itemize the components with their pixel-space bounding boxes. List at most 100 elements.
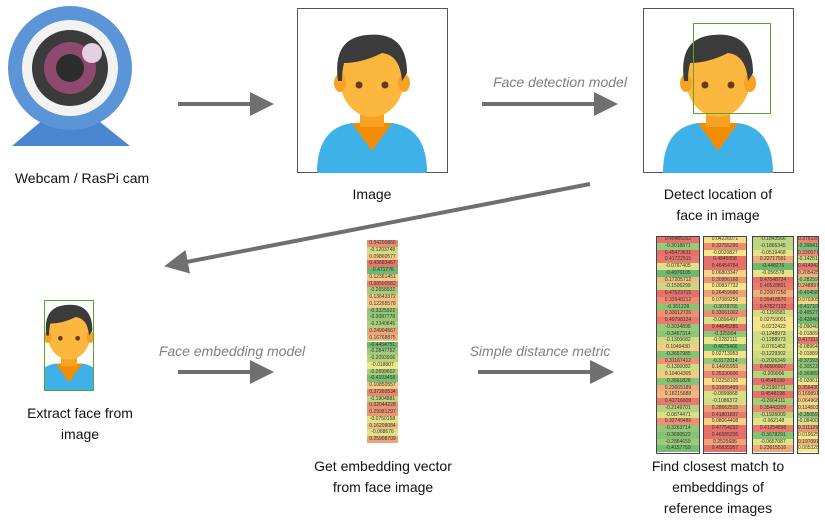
embedding-value-cell: 0.08064408 xyxy=(704,418,746,425)
embedding-value-cell: -0.1229302 xyxy=(753,350,793,358)
embedding-value-cell: 0.41494224 xyxy=(798,263,818,270)
embedding-value-cell: 0.44645285 xyxy=(704,323,746,331)
embedding-value-cell: 0.17205712 xyxy=(657,276,699,284)
embedding-value-cell: 0.40528801 xyxy=(753,283,793,290)
embedding-value-cell: 0.31655499 xyxy=(704,384,746,392)
embed-label-line2: from face image xyxy=(332,479,434,495)
embedding-value-cell: 0.37612087 xyxy=(798,236,818,243)
embedding-value-cell: -0.448276 xyxy=(753,263,793,270)
embedding-value-cell: 0.1049430 xyxy=(657,344,699,351)
embedding-value-cell: 0.41254898 xyxy=(753,425,793,432)
embedding-value-cell: 0.45473631 xyxy=(657,249,699,257)
embedding-value-cell: 0.38500582 xyxy=(367,280,398,288)
match-label-line2: embeddings of xyxy=(672,479,764,495)
embedding-value-cell: 0.09860577 xyxy=(367,253,398,261)
extract-label-line1: Extract face from xyxy=(27,405,133,421)
embedding-value-cell: -0.2884659 xyxy=(657,438,699,446)
matrix-column-border xyxy=(703,236,747,454)
embedding-value-cell: 0.41716609 xyxy=(657,398,699,405)
extracted-face-crop xyxy=(44,300,94,391)
embedding-value-cell: -0.4052761 xyxy=(798,310,818,317)
embedding-value-cell: 0.33007732 xyxy=(798,249,818,257)
embedding-value-cell: 0.4548198 xyxy=(753,391,793,398)
embedding-value-cell: 0.03258105 xyxy=(704,377,746,385)
embedding-value-cell: 0.07030502 xyxy=(798,296,818,304)
embedding-value-cell: -0.1904881 xyxy=(367,395,398,403)
embedding-value-cell: 0.02713953 xyxy=(704,350,746,358)
embedding-value-cell: -0.2149701 xyxy=(657,404,699,412)
embedding-value-cell: -0.1086372 xyxy=(704,398,746,405)
embedding-value-cell: -0.3263714 xyxy=(657,425,699,432)
embedding-value-cell: 0.24904567 xyxy=(367,327,398,335)
person-icon xyxy=(44,300,94,391)
embedding-value-cell: -0.0282111 xyxy=(704,337,746,344)
embedding-value-cell: 0.47523715 xyxy=(657,290,699,297)
embedding-value-cell: -0.3325922 xyxy=(367,307,398,315)
embedding-value-cell: 0.06496804 xyxy=(798,398,818,405)
embedding-value-cell: 0.22007256 xyxy=(753,290,793,297)
embedding-value-cell: -0.2093906 xyxy=(367,355,398,362)
embedding-value-cell: -0.0188961 xyxy=(798,330,818,338)
embedding-value-cell: 0.29981297 xyxy=(367,409,398,416)
embedding-value-cell: -0.4103458 xyxy=(367,375,398,383)
detect-label-line2: face in image xyxy=(676,207,760,223)
embedding-value-cell: 0.12265578 xyxy=(367,300,398,308)
embedding-value-cell: 0.07089258 xyxy=(704,296,746,304)
embedding-value-cell: 0.30986168 xyxy=(704,276,746,284)
webcam-icon xyxy=(8,6,132,146)
embedding-value-cell: 0.37260534 xyxy=(367,388,398,396)
webcam-label: Webcam / RasPi cam xyxy=(14,170,150,186)
embedding-value-cell: 0.28662515 xyxy=(704,404,746,412)
embedding-value-cell: -0.3984131 xyxy=(798,242,818,250)
embedding-value-cell: -0.3698974 xyxy=(798,371,818,378)
embedding-value-cell: 0.01952568 xyxy=(798,431,818,439)
embedding-value-cell: 0.47827132 xyxy=(753,303,793,311)
match-label-line1: Find closest match to xyxy=(651,458,785,474)
embedding-value-cell: -0.3678291 xyxy=(753,431,793,439)
embedding-value-cell: -0.3078765 xyxy=(704,303,746,311)
embedding-value-cell: -0.0212423 xyxy=(753,323,793,331)
embedding-value-cell: 0.45835957 xyxy=(704,445,746,452)
embedding-value-cell: -0.3739367 xyxy=(798,357,818,365)
embedding-value-cell: 0.10404305 xyxy=(657,371,699,378)
embedding-value-cell: 0.32740486 xyxy=(657,418,699,425)
embedding-value-cell: -0.3661828 xyxy=(657,377,699,385)
embedding-value-cell: -0.0899868 xyxy=(704,391,746,398)
embedding-value-cell: 0.33061002 xyxy=(704,310,746,317)
embedding-value-cell: -0.1843566 xyxy=(753,236,793,243)
person-icon xyxy=(312,23,432,173)
embedding-value-cell: -0.2190771 xyxy=(753,384,793,392)
embedding-value-cell: 0.4548199 xyxy=(753,377,793,385)
embedding-value-cell: 0.2525686 xyxy=(704,438,746,446)
embedding-value-cell: -0.1300682 xyxy=(657,337,699,344)
embedding-value-cell: 0.04226071 xyxy=(704,236,746,243)
embedding-value-cell: 0.34200866 xyxy=(367,240,398,247)
embedding-value-cell: 0.35443209 xyxy=(753,404,793,412)
embedding-value-cell: 0.31112933 xyxy=(798,425,818,432)
embedding-value-cell: -0.2699602 xyxy=(367,368,398,376)
embedding-value-cell: 0.14665955 xyxy=(704,364,746,371)
embedding-value-cell: 0.31167412 xyxy=(657,357,699,365)
embedding-value-cell: -0.4675466 xyxy=(704,344,746,351)
embedding-value-cell: 0.16208084 xyxy=(367,422,398,430)
embedding-value-cell: 0.10850557 xyxy=(367,382,398,389)
embedding-value-cell: -0.3467314 xyxy=(657,330,699,338)
match-label-line3: reference images xyxy=(663,500,773,516)
embedding-value-cell: -0.3087778 xyxy=(367,314,398,322)
embedding-value-cell: -0.4284624 xyxy=(798,317,818,324)
distance-metric-label: Simple distance metric xyxy=(469,343,611,359)
arrow-detect-to-extract xyxy=(164,182,591,274)
face-bounding-box xyxy=(693,23,771,114)
embedding-value-cell: -0.351228 xyxy=(657,303,699,311)
embedding-value-cell: 0.00532847 xyxy=(798,445,818,452)
embedding-value-cell: 0.20542568 xyxy=(798,269,818,277)
matrix-column-border xyxy=(797,236,819,454)
embedding-value-cell: -0.0750158 xyxy=(367,415,398,423)
embedding-value-cell: -0.209906 xyxy=(753,371,793,378)
embedding-value-cell: -0.4171036 xyxy=(798,303,818,311)
face-embedding-model-label: Face embedding model xyxy=(158,343,306,359)
embedding-value-cell: 0.00837732 xyxy=(704,283,746,290)
matrix-column-border xyxy=(752,236,794,454)
